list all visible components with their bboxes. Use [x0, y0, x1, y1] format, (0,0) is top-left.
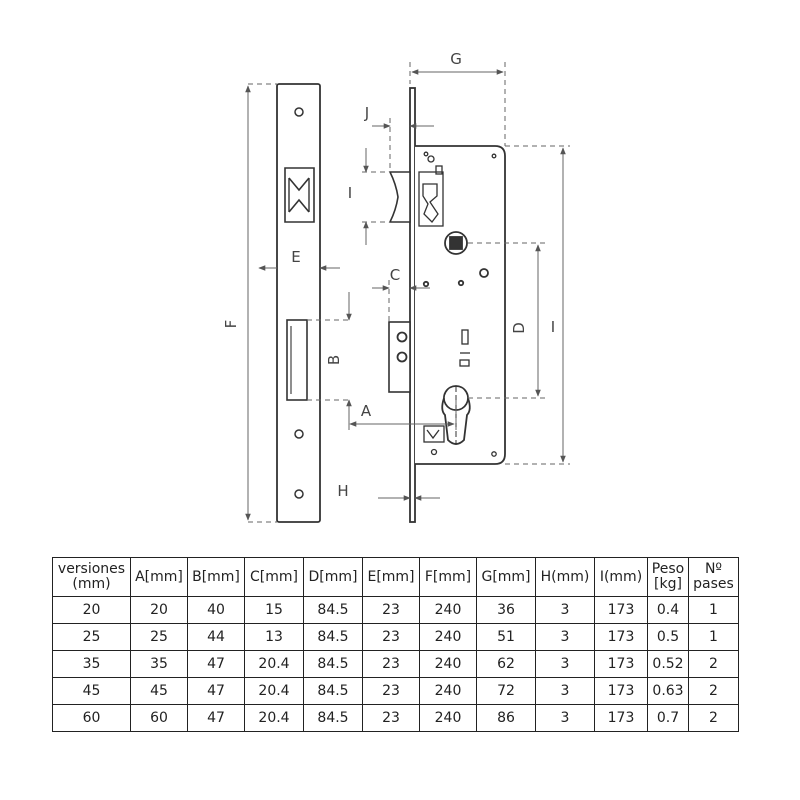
- dimension-lines: [245, 62, 570, 523]
- table-cell: 2: [688, 704, 739, 732]
- label-j: J: [364, 104, 369, 122]
- table-cell: 84.5: [303, 677, 363, 705]
- table-cell: 45: [130, 677, 188, 705]
- table-cell: 1: [688, 623, 739, 651]
- table-cell: 20: [130, 596, 188, 624]
- table-cell: 84.5: [303, 623, 363, 651]
- table-cell: 23: [362, 704, 420, 732]
- table-cell: 47: [187, 704, 245, 732]
- header-g: G[mm]: [476, 557, 536, 597]
- table-cell: 60: [52, 704, 131, 732]
- label-e: E: [291, 248, 300, 266]
- table-cell: 20: [52, 596, 131, 624]
- table-cell: 0.5: [647, 623, 689, 651]
- table-cell: 13: [244, 623, 304, 651]
- specifications-table: versiones(mm) A[mm] B[mm] C[mm] D[mm] E[…: [52, 557, 739, 732]
- label-f: F: [222, 320, 240, 329]
- table-cell: 60: [130, 704, 188, 732]
- table-cell: 240: [419, 650, 477, 678]
- table-cell: 240: [419, 677, 477, 705]
- table-cell: 0.4: [647, 596, 689, 624]
- table-cell: 0.63: [647, 677, 689, 705]
- table-cell: 20.4: [244, 650, 304, 678]
- label-b: B: [325, 355, 343, 365]
- table-cell: 36: [476, 596, 536, 624]
- table-cell: 40: [187, 596, 245, 624]
- table-cell: 86: [476, 704, 536, 732]
- label-a: A: [361, 402, 372, 420]
- table-cell: 62: [476, 650, 536, 678]
- table-cell: 25: [130, 623, 188, 651]
- table-cell: 20.4: [244, 677, 304, 705]
- lock-faceplate: [409, 87, 416, 523]
- table-cell: 2: [688, 650, 739, 678]
- header-c: C[mm]: [244, 557, 304, 597]
- table-cell: 72: [476, 677, 536, 705]
- table-cell: 23: [362, 596, 420, 624]
- table-cell: 240: [419, 704, 477, 732]
- table-cell: 25: [52, 623, 131, 651]
- table-cell: 3: [535, 650, 595, 678]
- table-cell: 3: [535, 704, 595, 732]
- table-cell: 3: [535, 596, 595, 624]
- table-cell: 0.7: [647, 704, 689, 732]
- table-cell: 51: [476, 623, 536, 651]
- table-cell: 23: [362, 650, 420, 678]
- header-h: H(mm): [535, 557, 595, 597]
- table-cell: 173: [594, 650, 648, 678]
- table-cell: 240: [419, 596, 477, 624]
- table-cell: 3: [535, 623, 595, 651]
- table-cell: 173: [594, 596, 648, 624]
- label-c: C: [390, 266, 400, 284]
- header-peso: Peso[kg]: [647, 557, 689, 597]
- lock-body: [388, 145, 506, 465]
- table-cell: 35: [52, 650, 131, 678]
- label-i-large: I: [551, 318, 555, 336]
- table-cell: 84.5: [303, 650, 363, 678]
- table-cell: 173: [594, 623, 648, 651]
- table-cell: 45: [52, 677, 131, 705]
- table-cell: 173: [594, 677, 648, 705]
- header-a: A[mm]: [130, 557, 188, 597]
- table-cell: 23: [362, 677, 420, 705]
- table-cell: 47: [187, 650, 245, 678]
- table-cell: 84.5: [303, 596, 363, 624]
- table-cell: 240: [419, 623, 477, 651]
- table-cell: 3: [535, 677, 595, 705]
- table-cell: 20.4: [244, 704, 304, 732]
- table-cell: 23: [362, 623, 420, 651]
- strike-plate: [276, 83, 321, 523]
- table-cell: 15: [244, 596, 304, 624]
- table-header-row: versiones(mm) A[mm] B[mm] C[mm] D[mm] E[…: [52, 557, 739, 597]
- table-cell: 35: [130, 650, 188, 678]
- table-cell: 47: [187, 677, 245, 705]
- table-cell: 84.5: [303, 704, 363, 732]
- table-cell: 1: [688, 596, 739, 624]
- label-g: G: [450, 50, 462, 68]
- header-e: E[mm]: [362, 557, 420, 597]
- label-i-small: I: [348, 184, 352, 202]
- table-cell: 173: [594, 704, 648, 732]
- header-i: I(mm): [594, 557, 648, 597]
- label-h: H: [337, 482, 348, 500]
- table-cell: 2: [688, 677, 739, 705]
- table-cell: 0.52: [647, 650, 689, 678]
- header-d: D[mm]: [303, 557, 363, 597]
- header-b: B[mm]: [187, 557, 245, 597]
- header-versiones: versiones(mm): [52, 557, 131, 597]
- table-cell: 44: [187, 623, 245, 651]
- header-f: F[mm]: [419, 557, 477, 597]
- label-d: D: [510, 322, 528, 334]
- dimension-labels: F E B G J I C A D I H: [222, 50, 555, 500]
- mortise-lock-technical-drawing: F E B G J I C A D I H: [222, 50, 570, 523]
